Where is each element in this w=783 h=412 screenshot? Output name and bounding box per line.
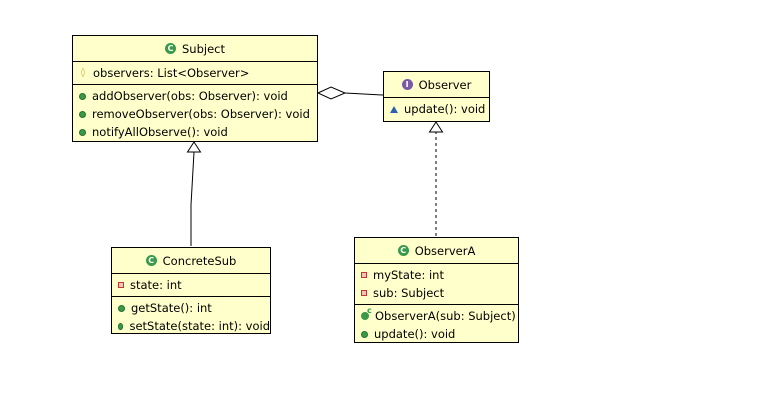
- attributes-section: state: int: [112, 274, 270, 297]
- attributes-section: ◊ observers: List<Observer>: [73, 62, 317, 85]
- class-icon: C: [145, 255, 157, 266]
- class-name: Subject: [182, 41, 225, 56]
- operations-section: getState(): int setState(state: int): vo…: [112, 297, 270, 333]
- public-icon: [118, 322, 124, 330]
- class-icon: C: [165, 43, 176, 54]
- generalization-arrowhead: [186, 141, 202, 153]
- class-name: ObserverA: [414, 243, 476, 258]
- private-icon: [361, 272, 367, 278]
- constructor-icon: [361, 306, 372, 320]
- public-icon: [79, 110, 86, 118]
- class-subject[interactable]: C Subject ◊ observers: List<Observer> ad…: [72, 35, 318, 142]
- private-icon: [361, 290, 367, 296]
- protected-icon: ◊: [80, 68, 86, 78]
- operations-section: ObserverA(sub: Subject) update(): void: [355, 305, 518, 342]
- operations-section: update(): void: [384, 98, 489, 120]
- operation[interactable]: addObserver(obs: Observer): void: [73, 87, 317, 105]
- operation[interactable]: getState(): int: [112, 299, 270, 317]
- attributes-section: myState: int sub: Subject: [355, 264, 518, 305]
- interface-header: I Observer: [384, 72, 489, 98]
- operation[interactable]: notifyAllObserve(): void: [73, 123, 317, 141]
- class-concretesub[interactable]: C ConcreteSub state: int getState(): int…: [111, 247, 271, 334]
- class-header: C ConcreteSub: [112, 248, 270, 274]
- attribute[interactable]: sub: Subject: [355, 284, 518, 302]
- private-icon: [118, 282, 124, 288]
- attribute[interactable]: state: int: [112, 276, 270, 294]
- aggregation-line: [344, 92, 384, 96]
- attribute[interactable]: myState: int: [355, 266, 518, 284]
- public-icon: [79, 128, 86, 136]
- operation[interactable]: ObserverA(sub: Subject): [355, 306, 518, 325]
- class-header: C Subject: [73, 36, 317, 62]
- interface-observer[interactable]: I Observer update(): void: [383, 71, 490, 122]
- operation[interactable]: update(): void: [384, 100, 489, 118]
- operation[interactable]: update(): void: [355, 325, 518, 342]
- public-icon: [361, 330, 368, 338]
- public-icon: [79, 92, 86, 100]
- operation[interactable]: removeObserver(obs: Observer): void: [73, 105, 317, 123]
- class-header: C ObserverA: [355, 238, 518, 264]
- attribute[interactable]: ◊ observers: List<Observer>: [80, 66, 250, 80]
- class-icon: C: [397, 245, 409, 256]
- aggregation-diamond: [316, 86, 347, 100]
- class-observera[interactable]: C ObserverA myState: int sub: Subject Ob…: [354, 237, 519, 343]
- public-icon: [118, 304, 125, 312]
- generalization-line: [190, 151, 195, 246]
- package-visibility-icon: [390, 105, 398, 113]
- class-name: ConcreteSub: [162, 253, 237, 268]
- operation[interactable]: setState(state: int): void: [112, 317, 270, 333]
- interface-icon: I: [401, 79, 413, 90]
- interface-name: Observer: [418, 77, 472, 92]
- realization-arrowhead: [428, 121, 444, 133]
- operations-section: addObserver(obs: Observer): void removeO…: [73, 85, 317, 141]
